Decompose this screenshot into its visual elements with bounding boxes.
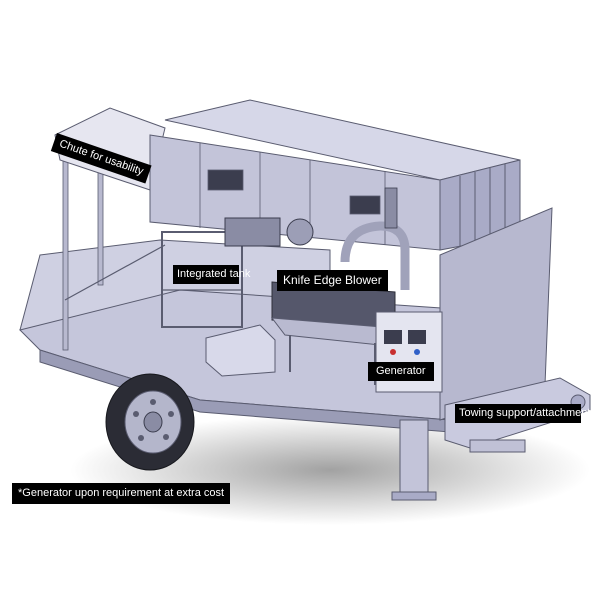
vent-grille-left (207, 169, 244, 191)
blower-duct (340, 221, 410, 290)
side-slats (459, 164, 506, 246)
towing-support-label: Towing support/attachment (455, 404, 590, 423)
tank-frame (161, 231, 243, 328)
tow-pad (469, 439, 526, 453)
generator-footnote: *Generator upon requirement at extra cos… (12, 483, 231, 504)
support-jack (399, 419, 429, 496)
trailer-wheel (105, 373, 195, 471)
vent-grille-right (349, 195, 381, 215)
motor-end (286, 218, 314, 246)
chute-post-right (97, 164, 104, 286)
chute-post-left (62, 149, 69, 351)
motor-block (224, 217, 281, 247)
blower-stack (384, 187, 398, 229)
generator-label: Generator (368, 362, 434, 381)
collection-box (205, 324, 276, 377)
knife-edge-blower-label: Knife Edge Blower (277, 270, 388, 291)
integrated-tank-label: Integrated tank (173, 265, 250, 284)
